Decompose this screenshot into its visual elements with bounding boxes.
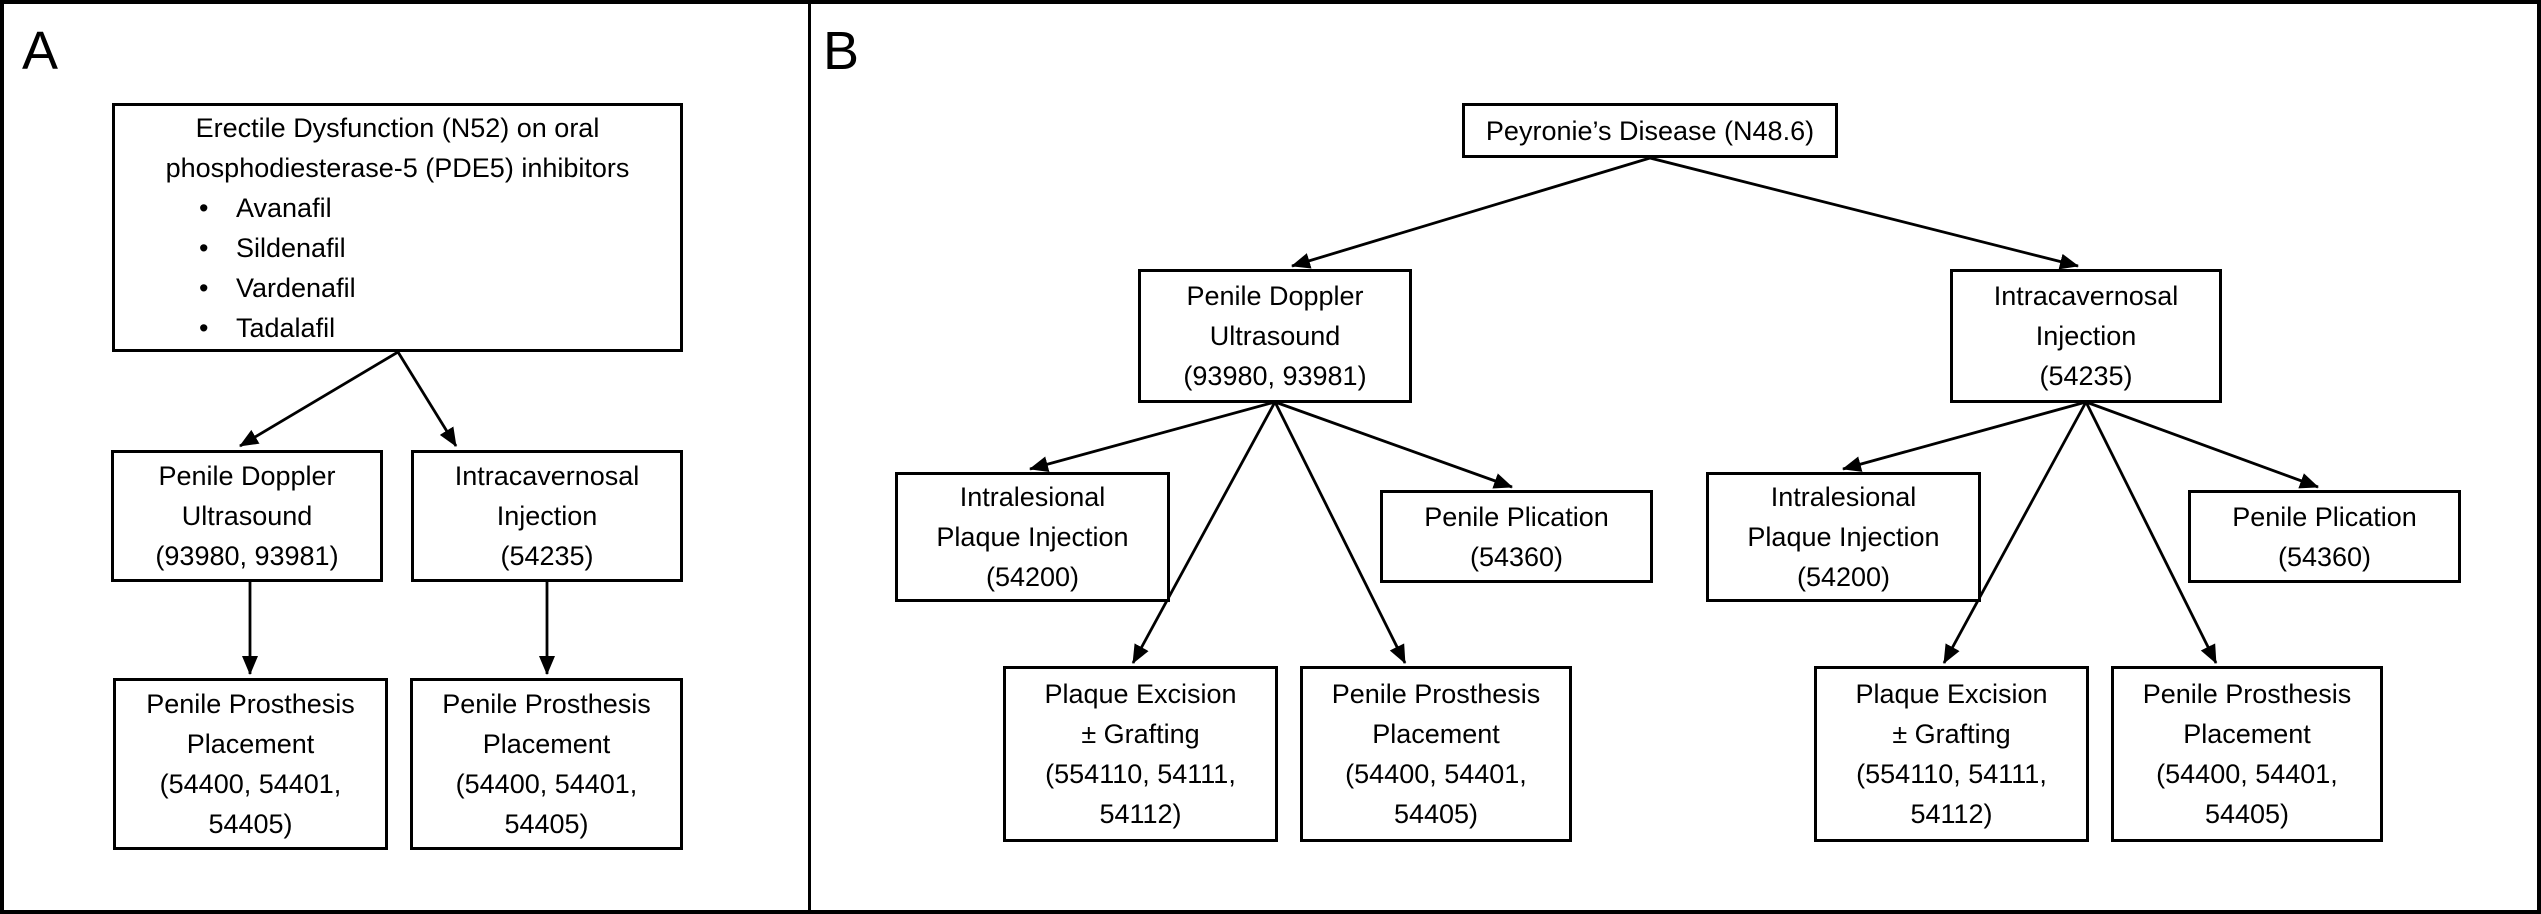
node-b-left-penile-prosthesis: Penile Prosthesis Placement (54400, 5440… — [1300, 666, 1572, 842]
bullet-label: Sildenafil — [236, 232, 346, 263]
node-text-line: (54360) — [2277, 541, 2372, 572]
arrow-b-injection-to-intralesional — [1842, 400, 2087, 472]
arrow-b-doppler-to-prosthesis — [1273, 401, 1407, 664]
node-text-line: Plaque Injection — [936, 522, 1129, 552]
node-text-line: Intracavernosal — [454, 461, 640, 491]
node-a-penile-prosthesis-left: Penile Prosthesis Placement (54400, 5440… — [113, 678, 388, 850]
node-a-erectile-dysfunction: Erectile Dysfunction (N52) on oral phosp… — [112, 103, 683, 352]
panel-b-label: B — [823, 21, 860, 81]
node-text-line: Injection — [496, 501, 598, 531]
node-b-left-intralesional-plaque-injection: Intralesional Plaque Injection (54200) — [895, 472, 1170, 602]
node-b-right-plaque-excision-grafting: Plaque Excision ± Grafting (554110, 5411… — [1814, 666, 2089, 842]
node-text-line: Plaque Injection — [1747, 522, 1940, 552]
bullet-icon: • — [199, 272, 209, 303]
node-text-line: Penile Plication — [2232, 501, 2417, 532]
node-text-line: Plaque Excision — [1044, 679, 1237, 709]
bullet-item: • Vardenafil — [115, 268, 680, 308]
node-text-line: Penile Plication — [1424, 501, 1609, 532]
node-text-line: Placement — [482, 729, 611, 759]
node-text-line: Peyronie’s Disease (N48.6) — [1485, 115, 1815, 146]
bullet-item: • Sildenafil — [115, 228, 680, 268]
node-text-line: (93980, 93981) — [155, 541, 339, 571]
node-text-line: Penile Doppler — [158, 461, 336, 491]
arrow-b-root-to-injection — [1649, 156, 2079, 270]
node-text-line: Penile Prosthesis — [2142, 679, 2352, 709]
arrow-a-root-to-injection — [396, 351, 458, 447]
node-a-penile-doppler-ultrasound: Penile Doppler Ultrasound (93980, 93981) — [111, 450, 383, 582]
node-text-line: ± Grafting — [1081, 719, 1200, 749]
bullet-item: • Avanafil — [115, 188, 680, 228]
arrow-b-doppler-to-plication — [1274, 400, 1513, 489]
node-text-line: Intralesional — [1770, 482, 1917, 512]
node-text-line: Plaque Excision — [1855, 679, 2048, 709]
node-text-line: 54405) — [2204, 799, 2290, 829]
node-text-line: phosphodiesterase-5 (PDE5) inhibitors — [165, 152, 630, 183]
node-text-line: Injection — [2035, 321, 2137, 351]
node-text-line: (54235) — [500, 541, 594, 571]
arrow-b-doppler-to-intralesional — [1029, 400, 1276, 472]
node-b-right-penile-plication: Penile Plication (54360) — [2188, 490, 2461, 583]
bullet-label: Vardenafil — [236, 272, 356, 303]
node-text-line: 54112) — [1910, 799, 1993, 829]
node-text-line: (54400, 54401, — [1345, 759, 1527, 789]
node-text-line: Placement — [186, 729, 315, 759]
node-b-right-penile-prosthesis: Penile Prosthesis Placement (54400, 5440… — [2111, 666, 2383, 842]
node-text-line: (54360) — [1469, 541, 1564, 572]
node-text-line: 54112) — [1099, 799, 1182, 829]
node-text-line: Placement — [2183, 719, 2311, 749]
node-b-left-penile-plication: Penile Plication (54360) — [1380, 490, 1653, 583]
bullet-label: Avanafil — [236, 192, 332, 223]
node-b-peyronies-disease: Peyronie’s Disease (N48.6) — [1462, 103, 1838, 158]
bullet-icon: • — [199, 312, 209, 343]
node-text-line: 54405) — [1393, 799, 1479, 829]
node-text-line: (54400, 54401, — [2156, 759, 2338, 789]
node-b-right-intralesional-plaque-injection: Intralesional Plaque Injection (54200) — [1706, 472, 1981, 602]
node-a-intracavernosal-injection: Intracavernosal Injection (54235) — [411, 450, 683, 582]
arrow-b-injection-to-plication — [2085, 400, 2319, 489]
node-text-line: Penile Prosthesis — [1331, 679, 1541, 709]
node-b-penile-doppler-ultrasound: Penile Doppler Ultrasound (93980, 93981) — [1138, 269, 1412, 403]
node-text-line: Penile Prosthesis — [442, 689, 651, 719]
node-text-line: 54405) — [504, 809, 589, 839]
node-text-line: (554110, 54111, — [1856, 759, 2047, 789]
arrow-b-injection-to-prosthesis — [2084, 401, 2218, 664]
node-text-line: Penile Prosthesis — [146, 689, 355, 719]
node-text-line: Ultrasound — [1209, 321, 1341, 351]
bullet-icon: • — [199, 192, 209, 223]
node-text-line: Intracavernosal — [1993, 281, 2179, 311]
node-text-line: (554110, 54111, — [1045, 759, 1236, 789]
node-text-line: (54200) — [985, 562, 1080, 592]
node-text-line: Placement — [1372, 719, 1500, 749]
node-text-line: Erectile Dysfunction (N52) on oral — [195, 112, 600, 143]
arrow-b-injection-to-excision — [1942, 401, 2088, 664]
node-text-line: Intralesional — [959, 482, 1106, 512]
node-text-line: (54400, 54401, — [159, 769, 342, 799]
panel-divider — [808, 0, 811, 914]
arrow-a-root-to-doppler — [239, 350, 399, 448]
node-text-line: (54235) — [2039, 361, 2133, 391]
bullet-icon: • — [199, 232, 209, 263]
node-text-line: (54400, 54401, — [455, 769, 638, 799]
node-text-line: ± Grafting — [1892, 719, 2011, 749]
arrow-b-doppler-to-excision — [1131, 401, 1277, 664]
node-text-line: Penile Doppler — [1186, 281, 1364, 311]
node-text-line: 54405) — [208, 809, 293, 839]
arrow-b-root-to-doppler — [1291, 156, 1651, 269]
panel-a-label: A — [22, 21, 59, 81]
node-text-line: Ultrasound — [181, 501, 313, 531]
node-text-line: (93980, 93981) — [1183, 361, 1367, 391]
node-text-line: (54200) — [1796, 562, 1891, 592]
node-b-left-plaque-excision-grafting: Plaque Excision ± Grafting (554110, 5411… — [1003, 666, 1278, 842]
bullet-label: Tadalafil — [236, 312, 336, 343]
bullet-item: • Tadalafil — [115, 308, 680, 348]
node-b-intracavernosal-injection: Intracavernosal Injection (54235) — [1950, 269, 2222, 403]
node-a-penile-prosthesis-right: Penile Prosthesis Placement (54400, 5440… — [410, 678, 683, 850]
